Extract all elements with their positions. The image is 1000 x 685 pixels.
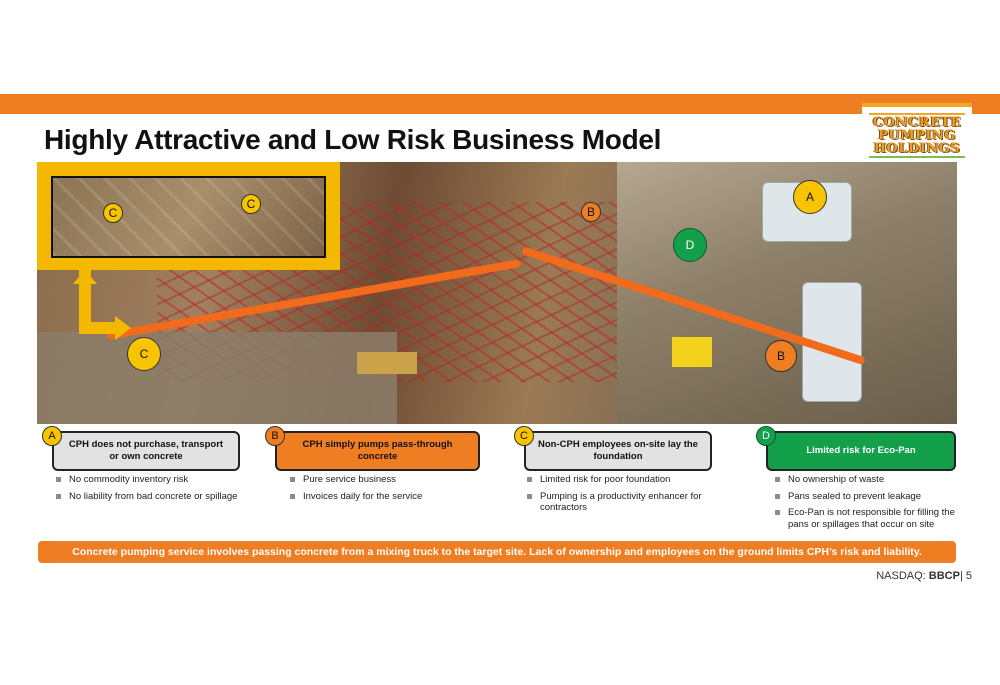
marker-b-top: B [581,202,601,222]
logo-line-1: CONCRETE [872,114,962,130]
list-item: No liability from bad concrete or spilla… [56,491,246,503]
footer-separator: | [959,570,966,582]
category-marker-a: A [42,426,62,446]
category-box-d: Limited risk for Eco-Pan [766,431,956,471]
marker-d-mid: D [673,228,707,262]
arrow-right-icon [115,316,131,340]
bullet-list-c: Limited risk for poor foundation Pumping… [527,474,707,519]
inset-closeup [37,162,340,270]
list-item: Pans sealed to prevent leakage [775,491,960,503]
list-item: Pumping is a productivity enhancer for c… [527,491,707,514]
bullet-list-a: No commodity inventory risk No liability… [56,474,246,507]
list-item: Limited risk for poor foundation [527,474,707,486]
list-item: Eco-Pan is not responsible for filling t… [775,507,960,530]
category-marker-b: B [265,426,285,446]
marker-a-top: A [793,180,827,214]
category-box-a: CPH does not purchase, transport or own … [52,431,240,471]
company-logo: CONCRETE PUMPING HOLDINGS [862,103,972,163]
category-marker-c: C [514,426,534,446]
bullet-list-d: No ownership of waste Pans sealed to pre… [775,474,960,535]
list-item: No ownership of waste [775,474,960,486]
page-number: 5 [965,570,972,582]
footer-ticker: NASDAQ: BBCP| 5 [876,570,972,582]
list-item: Pure service business [290,474,480,486]
summary-banner: Concrete pumping service involves passin… [38,541,956,563]
logo-line-2: PUMPING [878,127,956,143]
footer-ticker-symbol: BBCP [928,570,960,582]
category-box-c: Non-CPH employees on-site lay the founda… [524,431,712,471]
logo-line-3: HOLDINGS [873,140,961,156]
category-box-b: CPH simply pumps pass-through concrete [275,431,480,471]
marker-c-left: C [127,337,161,371]
list-item: No commodity inventory risk [56,474,246,486]
list-item: Invoices daily for the service [290,491,480,503]
footer-prefix: NASDAQ: [876,570,929,582]
slide-title: Highly Attractive and Low Risk Business … [44,124,662,155]
bullet-list-b: Pure service business Invoices daily for… [290,474,480,507]
marker-b-right: B [765,340,797,372]
header-accent-bar [0,94,1000,114]
marker-inset-c2: C [241,194,261,214]
category-marker-d: D [756,426,776,446]
marker-inset-c1: C [103,203,123,223]
